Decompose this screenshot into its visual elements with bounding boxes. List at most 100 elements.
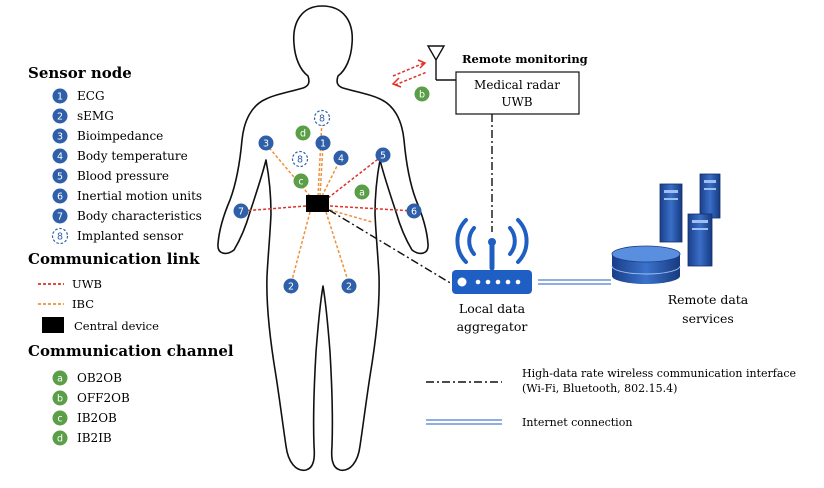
uwb-link-sensor-6 bbox=[329, 205, 415, 212]
sensor-legend-item-4: 4 Body temperature bbox=[52, 148, 188, 164]
internet-legend-label: Internet connection bbox=[522, 416, 632, 429]
sensor-legend-list: 1 ECG 2 sEMG 3 Bioimpedance 4 Body tempe… bbox=[51, 88, 202, 245]
channel-letter: d bbox=[57, 434, 63, 445]
sensor-legend-label: Implanted sensor bbox=[77, 229, 183, 243]
link-legend-ibc: IBC bbox=[38, 297, 94, 311]
body-sensor-8-upper: 8 bbox=[313, 109, 331, 127]
channel-marker-b: b bbox=[414, 86, 430, 102]
channel-legend-item-d: d IB2IB bbox=[52, 430, 112, 446]
aggregator-label-line2: aggregator bbox=[457, 319, 528, 334]
ibc-link-to-right-arm bbox=[329, 209, 373, 223]
sensor-node-title: Sensor node bbox=[28, 64, 132, 82]
channel-legend-item-b: b OFF2OB bbox=[52, 390, 130, 406]
sensor-legend-label: Inertial motion units bbox=[77, 189, 202, 203]
body-sensor-number: 1 bbox=[320, 139, 326, 150]
uwb-links bbox=[241, 155, 415, 212]
body-sensor-8-lower: 8 bbox=[291, 150, 309, 168]
radar-signal-arrows bbox=[392, 62, 428, 86]
channel-legend-label: IB2IB bbox=[77, 431, 112, 445]
channel-legend-label: OB2OB bbox=[77, 371, 122, 385]
sensor-number: 1 bbox=[57, 92, 63, 103]
body-sensor-4: 4 bbox=[333, 150, 349, 166]
central-device-legend: Central device bbox=[42, 317, 159, 333]
medical-radar-label: Medical radar bbox=[474, 78, 560, 92]
body-sensor-7: 7 bbox=[233, 203, 249, 219]
sensor-number: 6 bbox=[57, 192, 63, 203]
body-sensor-1: 1 bbox=[315, 135, 331, 151]
communication-channel-title: Communication channel bbox=[28, 342, 234, 360]
sensor-legend-label: Bioimpedance bbox=[77, 129, 163, 143]
uwb-link-sensor-7 bbox=[241, 205, 307, 212]
sensor-legend-item-2: 2 sEMG bbox=[52, 108, 114, 124]
body-sensor-2-right: 2 bbox=[341, 278, 357, 294]
link-legend-uwb: UWB bbox=[38, 277, 102, 291]
channel-marker-letter: a bbox=[359, 188, 365, 199]
channel-letter: c bbox=[57, 414, 62, 425]
channel-marker-c: c bbox=[293, 173, 309, 189]
channel-legend-item-c: c IB2OB bbox=[52, 410, 117, 426]
sensor-legend-item-7: 7 Body characteristics bbox=[52, 208, 202, 224]
link-legend-label: UWB bbox=[72, 277, 102, 291]
channel-letter: b bbox=[57, 394, 63, 405]
channel-legend-item-a: a OB2OB bbox=[52, 370, 122, 386]
wireless-legend-line1: High-data rate wireless communication in… bbox=[522, 367, 796, 380]
body-sensor-5: 5 bbox=[375, 147, 391, 163]
database-icon bbox=[611, 245, 681, 284]
sensor-legend-label: ECG bbox=[77, 89, 105, 103]
sensor-legend-item-1: 1 ECG bbox=[52, 88, 105, 104]
sensor-number: 7 bbox=[57, 212, 63, 223]
antenna-icon bbox=[426, 45, 456, 81]
channel-legend-label: OFF2OB bbox=[77, 391, 130, 405]
body-sensor-number: 5 bbox=[380, 151, 386, 162]
channel-legend-label: IB2OB bbox=[77, 411, 117, 425]
channel-marker-letter: b bbox=[419, 90, 425, 101]
body-sensor-number: 3 bbox=[263, 139, 269, 150]
body-sensor-number: 4 bbox=[338, 154, 344, 165]
sensor-number: 3 bbox=[57, 132, 63, 143]
channel-marker-letter: c bbox=[298, 177, 303, 188]
central-device bbox=[306, 195, 329, 212]
body-sensor-3: 3 bbox=[258, 135, 274, 151]
communication-link-title: Communication link bbox=[28, 250, 200, 268]
sensor-legend-item-3: 3 Bioimpedance bbox=[52, 128, 163, 144]
internet-legend-line bbox=[426, 419, 502, 425]
remote-services-label-line2: services bbox=[682, 311, 734, 326]
ibc-link-sensor-2-right bbox=[325, 211, 350, 285]
sensor-number: 4 bbox=[57, 152, 63, 163]
central-device-legend-label: Central device bbox=[74, 319, 159, 333]
sensor-legend-label: Body characteristics bbox=[77, 209, 202, 223]
body-sensor-number: 8 bbox=[297, 155, 303, 166]
link-legend-label: IBC bbox=[72, 297, 94, 311]
servers-icon bbox=[659, 173, 721, 267]
channel-marker-letter: d bbox=[300, 129, 306, 140]
medical-radar-box bbox=[455, 71, 580, 115]
sensor-legend-item-8: 8 Implanted sensor bbox=[51, 227, 183, 245]
body-sensor-2-left: 2 bbox=[283, 278, 299, 294]
sensor-legend-item-5: 5 Blood pressure bbox=[52, 168, 169, 184]
body-sensor-number: 8 bbox=[319, 114, 325, 125]
ibc-link-sensor-3 bbox=[265, 143, 311, 197]
sensor-number: 2 bbox=[57, 112, 63, 123]
sensor-legend-label: sEMG bbox=[77, 109, 114, 123]
radar-arrowheads bbox=[391, 59, 427, 88]
channel-legend-list: a OB2OB b OFF2OB c IB2OB d IB2IB bbox=[52, 370, 130, 446]
aggregator-label-line1: Local data bbox=[459, 301, 526, 316]
body-sensor-number: 2 bbox=[288, 282, 294, 293]
body-sensor-number: 2 bbox=[346, 282, 352, 293]
sensor-legend-label: Blood pressure bbox=[77, 169, 169, 183]
uwb-link-sensor-5 bbox=[327, 155, 383, 199]
body-sensor-number: 7 bbox=[238, 207, 244, 218]
wireless-legend-line2: (Wi-Fi, Bluetooth, 802.15.4) bbox=[522, 382, 677, 395]
wireless-link-central bbox=[328, 209, 453, 285]
sensor-legend-label: Body temperature bbox=[77, 149, 188, 163]
sensor-legend-item-6: 6 Inertial motion units bbox=[52, 188, 202, 204]
ibc-link-sensor-4 bbox=[321, 159, 341, 197]
human-body-outline bbox=[217, 5, 429, 471]
medical-radar-uwb-label: UWB bbox=[501, 95, 532, 109]
ibc-link-sensor-2-left bbox=[290, 211, 311, 285]
remote-services-label-line1: Remote data bbox=[668, 292, 749, 307]
ibc-link-sensor-8 bbox=[317, 119, 323, 197]
sensor-number: 5 bbox=[57, 172, 63, 183]
